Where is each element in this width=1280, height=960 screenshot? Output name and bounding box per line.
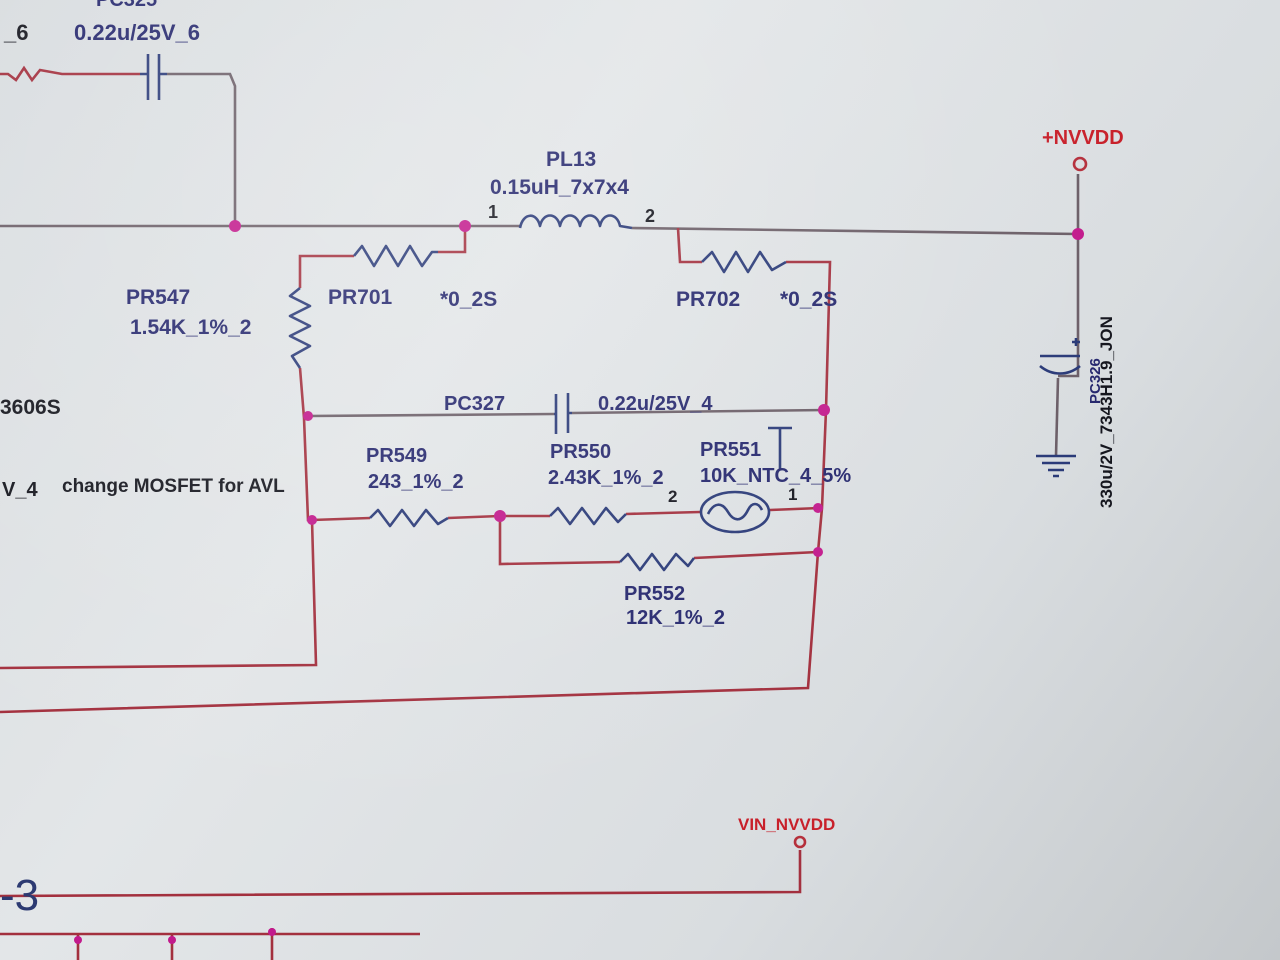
labels: _6 0.22u/25V_6 PC325 PL13 0.15uH_7x7x4 1… (0, 0, 1124, 920)
pr702-resistor-symbol (701, 250, 787, 274)
pr550-value: 2.43K_1%_2 (548, 467, 664, 489)
pl13-value: 0.15uH_7x7x4 (490, 176, 629, 199)
junction-dot (74, 936, 82, 944)
pr552-value: 12K_1%_2 (626, 607, 725, 629)
left-value-fragment: V_4 (2, 479, 38, 501)
pr547-resistor-symbol (288, 286, 312, 369)
pr550-resistor-symbol (549, 506, 627, 526)
components (140, 54, 1088, 849)
junction-dot (303, 411, 313, 421)
junction-dot (494, 510, 506, 522)
wires (0, 65, 1080, 960)
mosfet-note: change MOSFET for AVL (62, 476, 285, 497)
pl13-ref: PL13 (546, 148, 596, 171)
pc327-ref: PC327 (444, 393, 505, 415)
pr549-resistor-symbol (369, 508, 449, 528)
nvvdd-connector (1072, 156, 1088, 172)
junction-dot (813, 547, 823, 557)
left-part-fragment: 3606S (0, 396, 61, 419)
pl13-pin-2: 2 (645, 206, 655, 226)
pr547-value: 1.54K_1%_2 (130, 316, 251, 339)
pr701-resistor-symbol (352, 244, 438, 268)
pr549-value: 243_1%_2 (368, 471, 464, 493)
nvvdd-net-label[interactable]: +NVVDD (1042, 127, 1124, 149)
pc325-value: 0.22u/25V_6 (74, 20, 200, 45)
pr549-ref: PR549 (366, 445, 427, 467)
pr552-resistor-symbol (619, 552, 696, 572)
pr550-ref: PR550 (550, 441, 611, 463)
junction-dot (459, 220, 471, 232)
pc326-capacitor-symbol (1039, 354, 1081, 375)
vin-nvvdd-net-label[interactable]: VIN_NVVDD (738, 815, 835, 834)
ground-symbol (1036, 454, 1076, 478)
pr701-value: *0_2S (440, 288, 497, 311)
vin-nvvdd-connector (793, 835, 807, 849)
page-mark-fragment: -3 (0, 871, 39, 920)
pl13-pin-1: 1 (488, 202, 498, 222)
pr551-pin: 1 (788, 485, 797, 504)
pc325-capacitor-symbol (140, 54, 167, 100)
pc325-ref: PC325 (96, 0, 157, 11)
pr702-ref: PR702 (676, 288, 740, 311)
top-left-fragment: _6 (3, 20, 28, 45)
pr551-value: 10K_NTC_4_5% (700, 465, 851, 487)
junction-dot (307, 515, 317, 525)
pr551-ref: PR551 (700, 439, 761, 461)
pr701-ref: PR701 (328, 286, 393, 309)
junctions (74, 220, 1084, 944)
pr547-ref: PR547 (126, 286, 190, 309)
junction-dot (268, 928, 276, 936)
junction-dot (229, 220, 241, 232)
junction-dot (818, 404, 830, 416)
pc326-ref: PC326 (1087, 358, 1104, 404)
pl13-inductor-symbol (518, 214, 633, 230)
pr551-ntc-symbol (699, 490, 771, 534)
junction-dot (813, 503, 823, 513)
junction-dot (1072, 228, 1084, 240)
junction-dot (168, 936, 176, 944)
pc326-value: 330u/2V_7343H1.9_JON (1097, 316, 1116, 508)
pr702-value: *0_2S (780, 288, 837, 311)
pc327-capacitor-symbol (554, 393, 572, 434)
pc327-value: 0.22u/25V_4 (598, 393, 713, 415)
pr550-pin: 2 (668, 487, 677, 506)
pr552-ref: PR552 (624, 583, 685, 605)
